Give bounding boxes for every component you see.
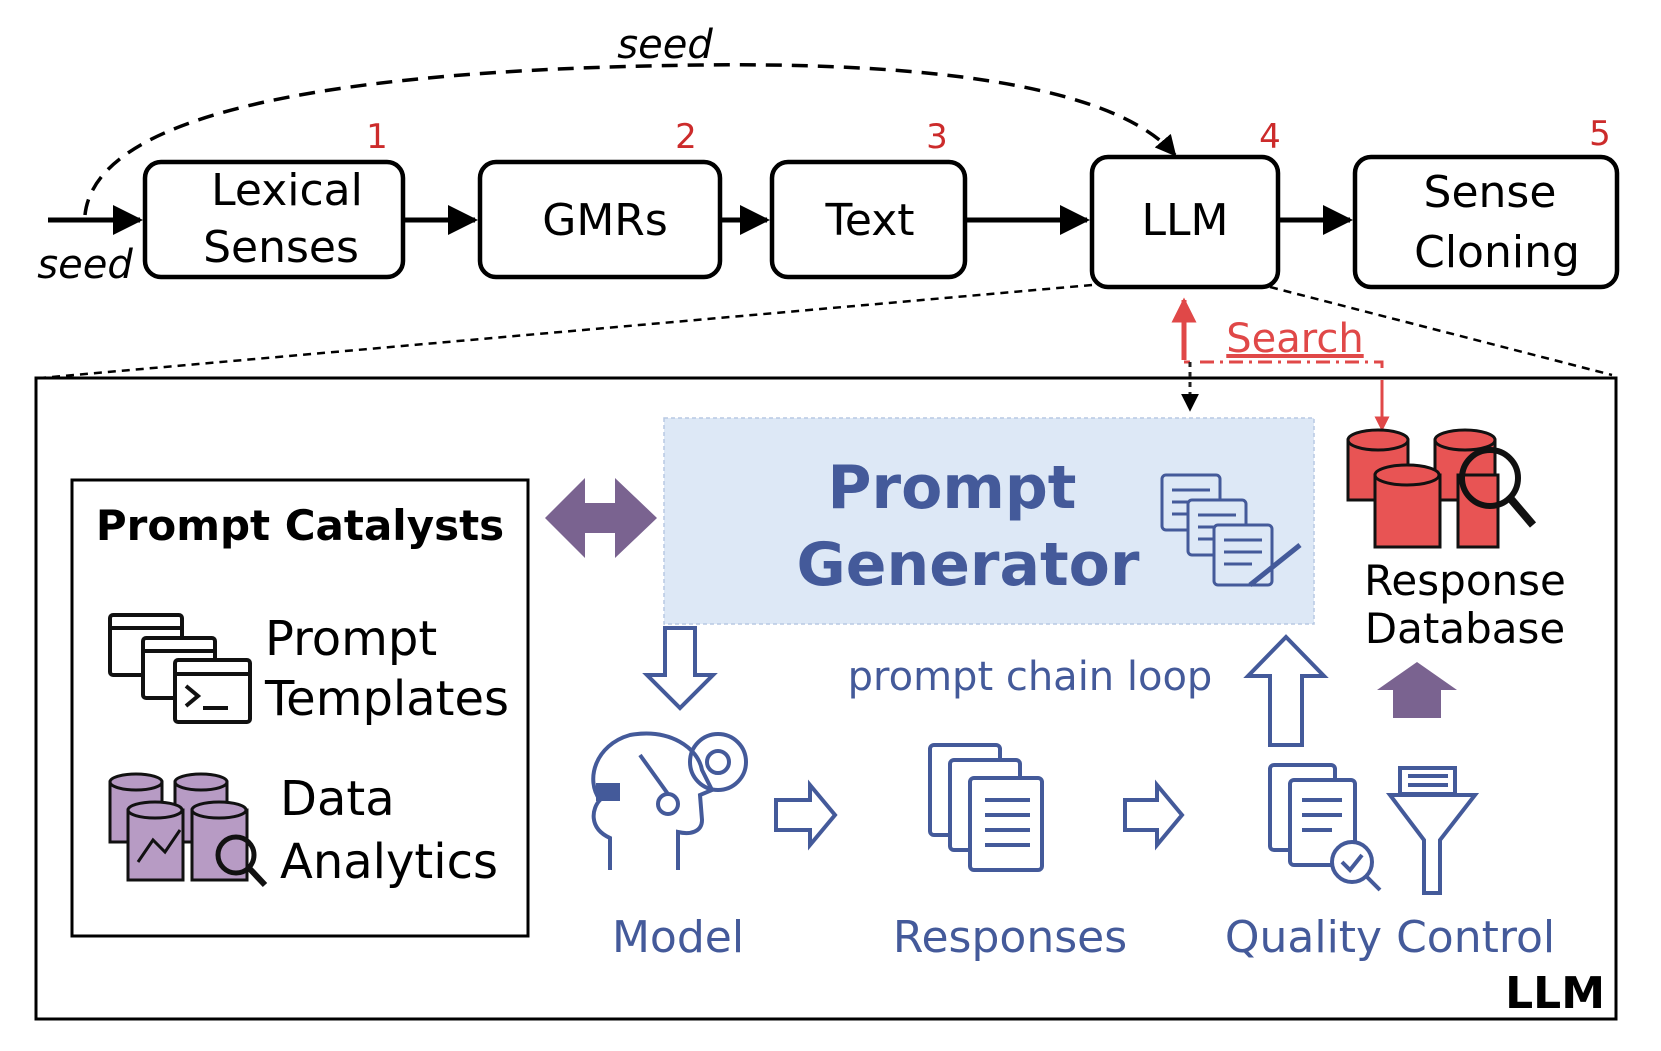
prompt-catalysts-title: Prompt Catalysts: [96, 501, 504, 550]
step-2-label: GMRs: [542, 195, 668, 246]
step-1-label-line1: Lexical: [211, 165, 363, 216]
generator-to-model-arrow: [642, 626, 718, 711]
qc-to-generator-arrow: [1243, 634, 1329, 747]
quality-control-icon: [1268, 763, 1480, 895]
data-analytics-icon: [108, 772, 268, 888]
response-database-line1: Response: [1364, 556, 1566, 605]
response-database-line2: Database: [1365, 604, 1565, 653]
search-path: [1184, 360, 1384, 372]
data-analytics-line2: Analytics: [280, 834, 498, 890]
step-5-label-line2: Cloning: [1414, 227, 1580, 278]
qc-to-database-arrow: [1377, 662, 1457, 718]
responses-label: Responses: [893, 912, 1127, 963]
search-label: Search: [1226, 316, 1363, 362]
prompt-generator-line1: Prompt: [828, 453, 1077, 523]
seed-top-label: seed: [617, 22, 713, 68]
step-4-number: 4: [1259, 117, 1281, 157]
robot-model-icon: [591, 731, 748, 870]
zoom-line-left: [39, 283, 1093, 380]
seed-left-label: seed: [37, 242, 133, 288]
step-5-number: 5: [1589, 114, 1611, 154]
responses-documents-icon: [928, 743, 1044, 872]
seed-dashed-arc: [83, 63, 1177, 216]
prompt-templates-line2: Templates: [264, 671, 509, 727]
prompt-templates-line1: Prompt: [265, 611, 437, 667]
terminal-windows-icon: [108, 613, 252, 724]
responses-to-qc-arrow: [1123, 779, 1185, 851]
llm-panel: [34, 376, 1618, 1021]
step-5-label-line1: Sense: [1424, 167, 1557, 218]
data-analytics-line1: Data: [280, 771, 395, 827]
step-3-number: 3: [926, 117, 948, 157]
step-3-label: Text: [825, 195, 915, 246]
llm-panel-corner-label: LLM: [1505, 968, 1605, 1019]
scrolls-icon: [1160, 473, 1302, 587]
prompt-generator-line2: Generator: [797, 530, 1140, 600]
zoom-line-right: [1269, 285, 1613, 377]
catalyst-generator-double-arrow: [545, 478, 657, 558]
quality-control-label: Quality Control: [1225, 912, 1555, 963]
response-database-icon: [1346, 428, 1537, 549]
step-2-number: 2: [675, 117, 697, 157]
model-label: Model: [612, 912, 744, 963]
model-to-responses-arrow: [774, 779, 838, 851]
step-1-number: 1: [366, 117, 388, 157]
step-4-label: LLM: [1142, 195, 1229, 246]
step-sense-cloning: [1352, 154, 1620, 290]
step-1-label-line2: Senses: [203, 222, 359, 273]
prompt-chain-loop-label: prompt chain loop: [848, 654, 1213, 700]
